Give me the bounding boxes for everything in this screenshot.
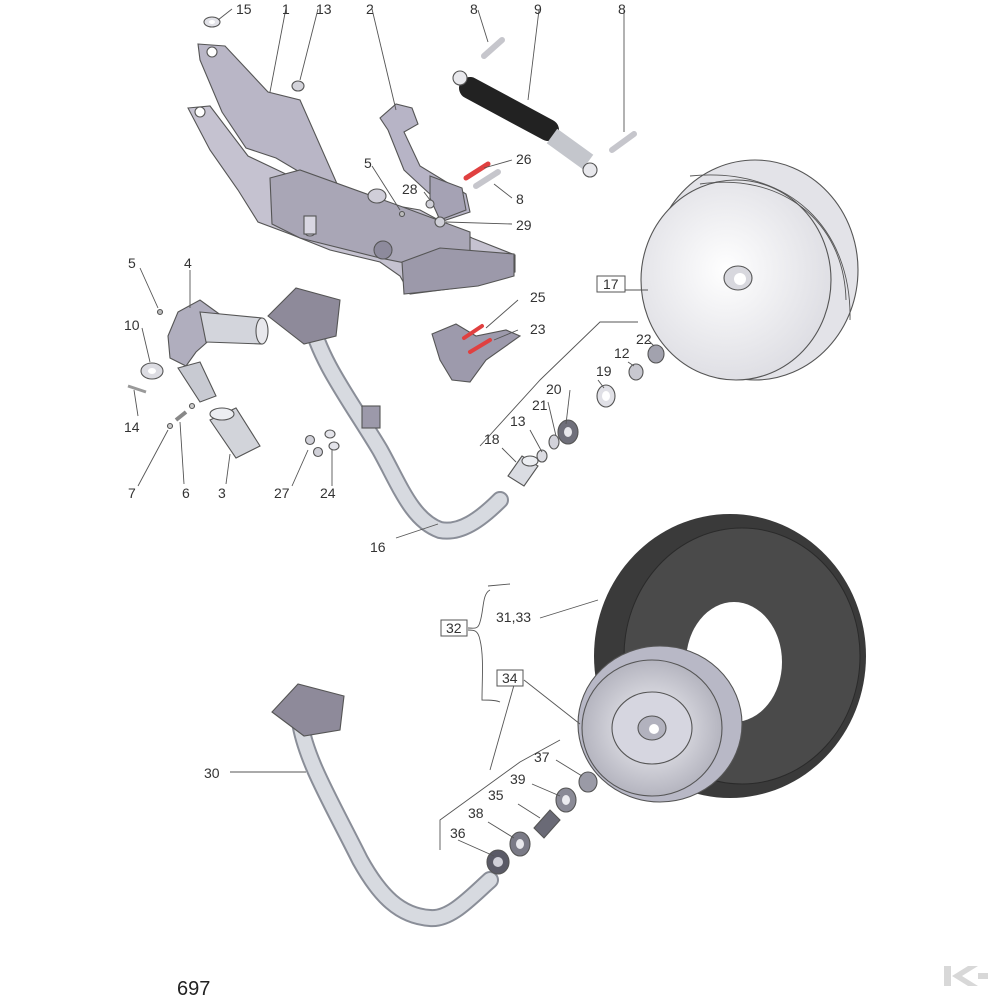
callout-19: 19 [596,363,612,379]
callout-18: 18 [484,431,500,447]
seal-part-19 [596,384,616,408]
callout-1: 1 [282,1,290,17]
bolt-part-8-top [481,37,505,59]
bearing-part-38 [509,831,531,857]
axle-tube-part-16 [267,287,509,540]
clamp-bracket-part-23 [431,323,522,383]
callout-5-left: 5 [128,255,136,271]
main-bracket-part-1 [187,43,516,295]
washer-part-10 [140,362,164,380]
red-bolt-part-26 [463,161,491,181]
callout-13-top: 13 [316,1,332,17]
callout-5-top: 5 [364,155,372,171]
callout-28: 28 [402,181,418,197]
callout-labels: 15 1 13 2 8 9 8 26 5 28 8 29 5 4 10 14 7… [124,1,652,841]
spacer-part-18 [507,455,539,487]
callout-6: 6 [182,485,190,501]
rim-part-34 [577,645,743,803]
callout-23: 23 [530,321,546,337]
callout-34: 34 [502,670,518,686]
seal-part-36 [486,849,510,875]
nut-part-37 [578,771,598,793]
callout-26: 26 [516,151,532,167]
cap-part-5 [367,188,387,204]
callout-17-box [596,275,626,293]
spring-pin-part-6 [174,410,188,422]
shock-absorber-part-9 [452,70,598,178]
nut-part-12 [628,363,644,381]
ball-part-7 [166,402,196,430]
washer-part-13-axle [536,449,548,463]
callout-15: 15 [236,1,252,17]
callout-32-box [440,619,468,637]
cap-part-22 [647,344,665,364]
callout-7: 7 [128,485,136,501]
callout-32: 32 [446,620,462,636]
callout-4: 4 [184,255,192,271]
callout-16: 16 [370,539,386,555]
bolt-part-8-right [609,131,637,153]
callout-34-box [496,669,524,687]
bearing-part-39 [555,787,577,813]
page-number: 697 [177,978,211,1000]
callout-20: 20 [546,381,562,397]
callout-25: 25 [530,289,546,305]
callout-9: 9 [534,1,542,17]
red-bolt-part-25 [462,324,492,354]
callout-8-top: 8 [470,1,478,17]
callout-38: 38 [468,805,484,821]
callout-22: 22 [636,331,652,347]
callout-8-right: 8 [618,1,626,17]
leader-lines [133,7,655,857]
bolt-part-8-mid [473,169,501,189]
washer-part-24 [324,429,340,451]
k-logo-icon [944,966,988,986]
screw-part-5-left [156,308,164,316]
callout-17: 17 [603,276,619,292]
wheel-part-17 [640,159,859,381]
callout-12: 12 [614,345,630,361]
callout-36: 36 [450,825,466,841]
nut-part-13-top [291,80,305,92]
callout-31-33: 31,33 [496,609,531,625]
pin-part-14 [127,384,147,394]
callout-14: 14 [124,419,140,435]
callout-2: 2 [366,1,374,17]
bearing-part-21 [557,419,579,445]
pivot-tube-part-4 [167,299,269,403]
axle-tube-part-30 [271,683,499,928]
callout-10: 10 [124,317,140,333]
callout-8-mid: 8 [516,191,524,207]
screw-part-5-top [398,210,406,218]
support-arm-part-2 [379,103,471,223]
callout-13-axle: 13 [510,413,526,429]
spacer-part-35 [533,809,561,839]
callout-37: 37 [534,749,550,765]
callout-24: 24 [320,485,336,501]
washer-part-15 [203,16,221,28]
callout-30: 30 [204,765,220,781]
callout-27: 27 [274,485,290,501]
nut-part-27 [304,434,324,458]
nut-part-28 [425,199,435,209]
callout-3: 3 [218,485,226,501]
ring-part-20 [548,434,560,450]
callout-39: 39 [510,771,526,787]
callout-35: 35 [488,787,504,803]
callout-29: 29 [516,217,532,233]
sleeve-part-3 [209,407,261,459]
callout-21: 21 [532,397,548,413]
nut-part-29 [434,216,446,228]
